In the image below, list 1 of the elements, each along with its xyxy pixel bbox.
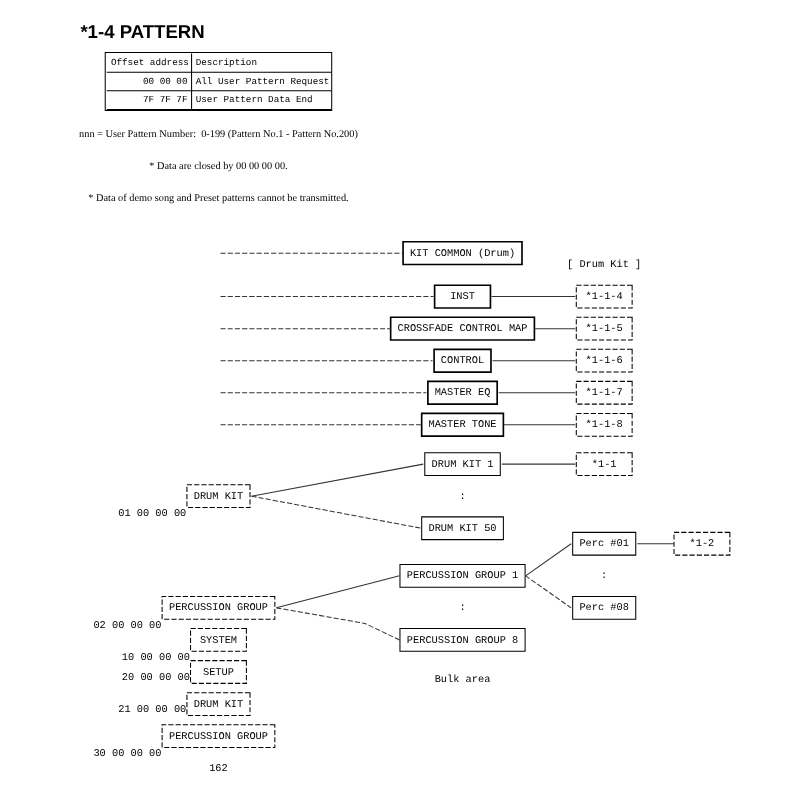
diagram-title: *1-4 PATTERN xyxy=(79,22,204,43)
